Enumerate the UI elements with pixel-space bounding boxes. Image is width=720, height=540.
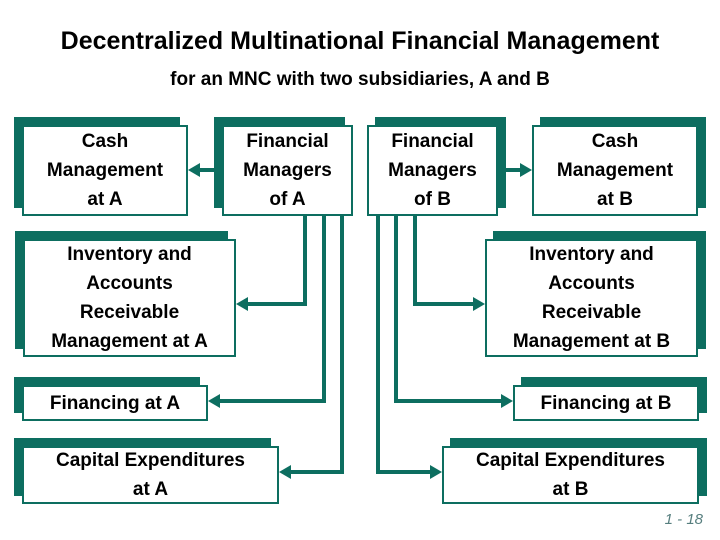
box-capital-expenditures-b: Capital Expenditures at B [442, 446, 699, 504]
arrow-fm-b-to-capex-b-vertical [376, 216, 380, 474]
box-capital-expenditures-a: Capital Expenditures at A [22, 446, 279, 504]
arrow-fm-b-to-inv-b-vertical [413, 216, 417, 306]
arrow-fm-b-to-fin-b-head-icon [501, 394, 513, 408]
arrow-fm-a-to-cash-a-head-icon [188, 163, 200, 177]
slide-subtitle: for an MNC with two subsidiaries, A and … [170, 69, 550, 90]
arrow-fm-a-to-fin-a-head-icon [208, 394, 220, 408]
arrow-fm-b-to-inv-b-head-icon [473, 297, 485, 311]
arrow-fm-b-to-cash-b-head-icon [520, 163, 532, 177]
page-number: 1 - 18 [664, 511, 703, 528]
arrow-fm-b-to-capex-b-line [376, 470, 431, 474]
box-cash-management-a: Cash Management at A [22, 125, 188, 216]
arrow-fm-a-to-inv-a-line [247, 302, 307, 306]
slide-title: Decentralized Multinational Financial Ma… [60, 27, 660, 55]
arrow-fm-b-to-cash-b-line [498, 168, 521, 172]
box-cash-management-b: Cash Management at B [532, 125, 698, 216]
box-financial-managers-b: Financial Managers of B [367, 125, 498, 216]
arrow-fm-a-to-inv-a-vertical [303, 216, 307, 306]
box-financial-managers-a: Financial Managers of A [222, 125, 353, 216]
arrow-fm-a-to-fin-a-vertical [322, 216, 326, 403]
arrow-fm-a-to-inv-a-head-icon [236, 297, 248, 311]
arrow-fm-b-to-fin-b-vertical [394, 216, 398, 403]
box-financing-a: Financing at A [22, 385, 208, 421]
arrow-fm-b-to-fin-b-line [394, 399, 502, 403]
box-inventory-receivable-b: Inventory and Accounts Receivable Manage… [485, 239, 698, 357]
arrow-fm-a-to-capex-a-line [290, 470, 344, 474]
box-financing-b: Financing at B [513, 385, 699, 421]
arrow-fm-a-to-fin-a-line [219, 399, 326, 403]
arrow-fm-a-to-capex-a-head-icon [279, 465, 291, 479]
arrow-fm-b-to-capex-b-head-icon [430, 465, 442, 479]
arrow-fm-b-to-inv-b-line [413, 302, 474, 306]
box-inventory-receivable-a: Inventory and Accounts Receivable Manage… [23, 239, 236, 357]
arrow-fm-a-to-cash-a-line [200, 168, 223, 172]
arrow-fm-a-to-capex-a-vertical [340, 216, 344, 474]
